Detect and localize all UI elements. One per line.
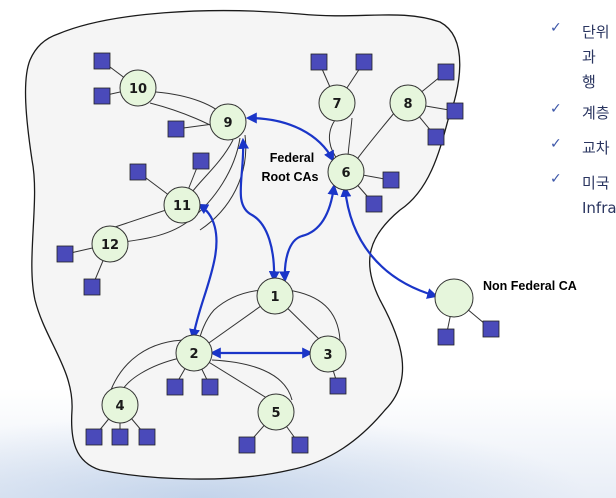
checkmark-icon: ✓ [550, 171, 562, 187]
leaf-ca [85, 428, 103, 446]
ca-node-2: 2 [175, 334, 213, 372]
checkmark-icon: ✓ [550, 101, 562, 117]
leaf-ca [355, 53, 373, 71]
svg-text:10: 10 [129, 82, 147, 97]
bullet-text: Infra [582, 199, 616, 217]
leaf-ca [93, 52, 111, 70]
bullet-text: 계층 [582, 104, 610, 122]
ca-node-8: 8 [389, 84, 427, 122]
bullet-item: ✓ 미국 Infra [548, 171, 616, 221]
bullet-item: ✓ 단위 과 행 [548, 20, 616, 95]
non-federal-ca-label: Non Federal CA [483, 279, 577, 293]
svg-text:7: 7 [332, 97, 341, 112]
ca-node-non-federal [434, 278, 474, 318]
leaf-ca [93, 87, 111, 105]
bullet-item: ✓ 계층 [548, 101, 616, 126]
side-bullet-list: ✓ 단위 과 행 ✓ 계층 ✓ 교차 ✓ 미국 Infra [548, 20, 616, 250]
leaf-ca [329, 377, 347, 395]
bridge-arrow-6-1 [279, 183, 339, 283]
ca-node-4: 4 [101, 386, 139, 424]
leaf-ca [201, 378, 219, 396]
bullet-text: 단위 [582, 23, 610, 41]
leaf-ca [166, 378, 184, 396]
bridge-arrows [189, 112, 439, 359]
leaf-ca [437, 63, 455, 81]
federal-root-label-line1: Federal [270, 151, 314, 165]
svg-text:6: 6 [341, 166, 350, 181]
leaf-ca [482, 320, 500, 338]
svg-text:3: 3 [323, 348, 332, 363]
ca-node-12: 12 [91, 225, 129, 263]
ca-nodes: 10 9 11 12 7 8 6 1 2 3 4 5 [91, 69, 474, 431]
leaf-ca [56, 245, 74, 263]
ca-node-9: 9 [209, 103, 247, 141]
svg-text:9: 9 [223, 116, 232, 131]
checkmark-icon: ✓ [550, 136, 562, 152]
ca-node-5: 5 [257, 393, 295, 431]
leaf-ca [129, 163, 147, 181]
ca-node-1: 1 [256, 277, 294, 315]
leaf-ca [365, 195, 383, 213]
federal-domain-cloud [24, 10, 461, 480]
ca-node-6: 6 [327, 153, 365, 191]
svg-text:2: 2 [189, 347, 198, 362]
checkmark-icon: ✓ [550, 20, 562, 36]
leaf-ca [446, 102, 464, 120]
leaf-ca [291, 436, 309, 454]
leaf-ca [310, 53, 328, 71]
svg-text:4: 4 [115, 399, 124, 414]
leaf-ca [437, 328, 455, 346]
bullet-text: 교차 [582, 139, 610, 157]
leaf-ca [382, 171, 400, 189]
leaf-ca [238, 436, 256, 454]
federal-root-label-line2: Root CAs [262, 170, 319, 184]
ca-node-11: 11 [163, 186, 201, 224]
svg-text:5: 5 [271, 406, 280, 421]
ca-node-10: 10 [119, 69, 157, 107]
bullet-item: ✓ 교차 [548, 136, 616, 161]
svg-text:8: 8 [403, 97, 412, 112]
svg-text:11: 11 [173, 199, 191, 214]
leaf-ca [111, 428, 129, 446]
bullet-text: 미국 [582, 174, 610, 192]
svg-text:1: 1 [270, 290, 279, 305]
svg-text:12: 12 [101, 238, 119, 253]
bridge-arrow-6-nf [340, 185, 439, 299]
leaf-ca [83, 278, 101, 296]
bridge-arrow-11-2 [189, 203, 218, 341]
bridge-arrow-9-6 [245, 112, 335, 162]
leaf-ca [167, 120, 185, 138]
ca-node-7: 7 [318, 84, 356, 122]
bullet-text: 행 [582, 73, 596, 91]
bullet-text: 과 [582, 48, 596, 66]
leaf-ca [427, 128, 445, 146]
leaf-ca [192, 152, 210, 170]
bridge-arrow-9-1 [238, 137, 280, 283]
leaf-ca [138, 428, 156, 446]
ca-node-3: 3 [309, 335, 347, 373]
